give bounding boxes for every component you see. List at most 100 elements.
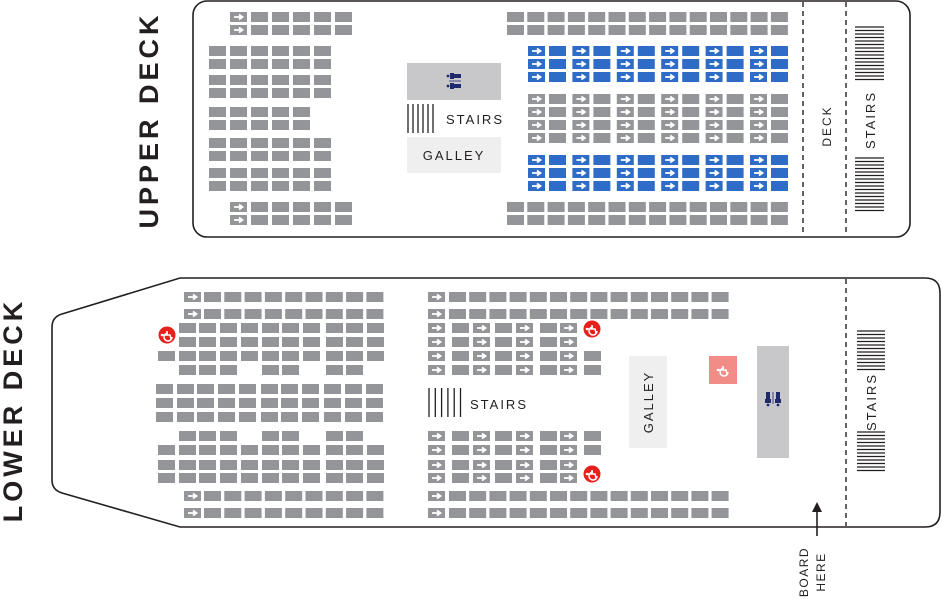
seat[interactable]	[179, 445, 196, 455]
seat[interactable]	[726, 181, 744, 191]
seat[interactable]	[637, 46, 655, 56]
seat[interactable]	[628, 12, 646, 22]
seat[interactable]	[204, 491, 221, 501]
priority-seat[interactable]	[528, 120, 545, 130]
seat[interactable]	[549, 168, 566, 178]
seat[interactable]	[285, 309, 303, 319]
seat[interactable]	[179, 431, 196, 441]
seat[interactable]	[230, 168, 247, 178]
seat[interactable]	[303, 445, 320, 455]
priority-seat[interactable]	[428, 473, 445, 483]
seat[interactable]	[711, 491, 729, 501]
seat[interactable]	[204, 508, 221, 518]
priority-seat[interactable]	[428, 351, 445, 361]
seat[interactable]	[209, 88, 226, 98]
seat[interactable]	[224, 508, 242, 518]
seat[interactable]	[682, 72, 700, 82]
seat[interactable]	[628, 215, 646, 225]
seat[interactable]	[314, 168, 331, 178]
seat[interactable]	[637, 181, 655, 191]
priority-seat[interactable]	[528, 94, 545, 104]
seat[interactable]	[549, 107, 566, 117]
priority-seat[interactable]	[428, 491, 445, 501]
seat[interactable]	[689, 12, 707, 22]
priority-seat[interactable]	[473, 337, 490, 347]
seat[interactable]	[346, 445, 363, 455]
seat[interactable]	[158, 473, 175, 483]
seat[interactable]	[452, 365, 469, 375]
seat[interactable]	[326, 473, 343, 483]
seat[interactable]	[588, 202, 606, 212]
seat[interactable]	[179, 351, 196, 361]
seat[interactable]	[251, 138, 268, 148]
priority-seat[interactable]	[750, 94, 767, 104]
priority-seat[interactable]	[572, 72, 590, 82]
seat[interactable]	[285, 491, 303, 501]
seat[interactable]	[251, 181, 268, 191]
seat[interactable]	[262, 351, 279, 361]
seat[interactable]	[314, 151, 331, 161]
seat[interactable]	[608, 215, 626, 225]
priority-seat[interactable]	[750, 155, 767, 165]
priority-seat[interactable]	[230, 202, 247, 212]
seat[interactable]	[218, 412, 235, 422]
priority-seat[interactable]	[705, 72, 723, 82]
priority-seat[interactable]	[616, 59, 634, 69]
priority-seat[interactable]	[661, 120, 679, 130]
seat[interactable]	[584, 365, 601, 375]
seat[interactable]	[711, 508, 729, 518]
seat[interactable]	[272, 75, 289, 85]
seat[interactable]	[346, 473, 363, 483]
seat[interactable]	[770, 12, 788, 22]
seat[interactable]	[549, 120, 566, 130]
seat[interactable]	[251, 215, 268, 225]
seat[interactable]	[590, 508, 608, 518]
seat[interactable]	[529, 508, 547, 518]
seat[interactable]	[771, 168, 788, 178]
seat[interactable]	[282, 323, 299, 333]
seat[interactable]	[199, 337, 216, 347]
priority-seat[interactable]	[528, 107, 545, 117]
seat[interactable]	[282, 431, 299, 441]
seat[interactable]	[651, 292, 668, 302]
seat[interactable]	[367, 351, 384, 361]
seat[interactable]	[495, 473, 512, 483]
seat[interactable]	[730, 215, 748, 225]
seat[interactable]	[691, 309, 709, 319]
seat[interactable]	[495, 445, 512, 455]
seat[interactable]	[272, 181, 289, 191]
priority-seat[interactable]	[428, 337, 445, 347]
seat[interactable]	[239, 412, 256, 422]
priority-seat[interactable]	[750, 107, 767, 117]
seat[interactable]	[608, 202, 626, 212]
seat[interactable]	[509, 508, 527, 518]
seat[interactable]	[452, 351, 469, 361]
priority-seat[interactable]	[705, 59, 723, 69]
seat[interactable]	[218, 398, 235, 408]
seat[interactable]	[726, 120, 744, 130]
seat[interactable]	[251, 75, 268, 85]
seat[interactable]	[584, 431, 601, 441]
seat[interactable]	[220, 337, 237, 347]
priority-seat[interactable]	[705, 155, 723, 165]
seat[interactable]	[771, 72, 788, 82]
seat[interactable]	[325, 491, 343, 501]
priority-seat[interactable]	[616, 46, 634, 56]
priority-seat[interactable]	[616, 94, 634, 104]
seat[interactable]	[281, 398, 298, 408]
seat[interactable]	[452, 460, 469, 470]
seat[interactable]	[293, 12, 310, 22]
seat[interactable]	[303, 473, 320, 483]
seat[interactable]	[251, 88, 268, 98]
seat[interactable]	[771, 46, 788, 56]
seat[interactable]	[549, 94, 566, 104]
priority-seat[interactable]	[528, 168, 545, 178]
seat[interactable]	[588, 25, 606, 35]
priority-seat[interactable]	[616, 72, 634, 82]
seat[interactable]	[177, 398, 194, 408]
priority-seat[interactable]	[616, 181, 634, 191]
seat[interactable]	[220, 323, 237, 333]
seat[interactable]	[326, 323, 343, 333]
seat[interactable]	[529, 292, 547, 302]
seat[interactable]	[489, 508, 507, 518]
